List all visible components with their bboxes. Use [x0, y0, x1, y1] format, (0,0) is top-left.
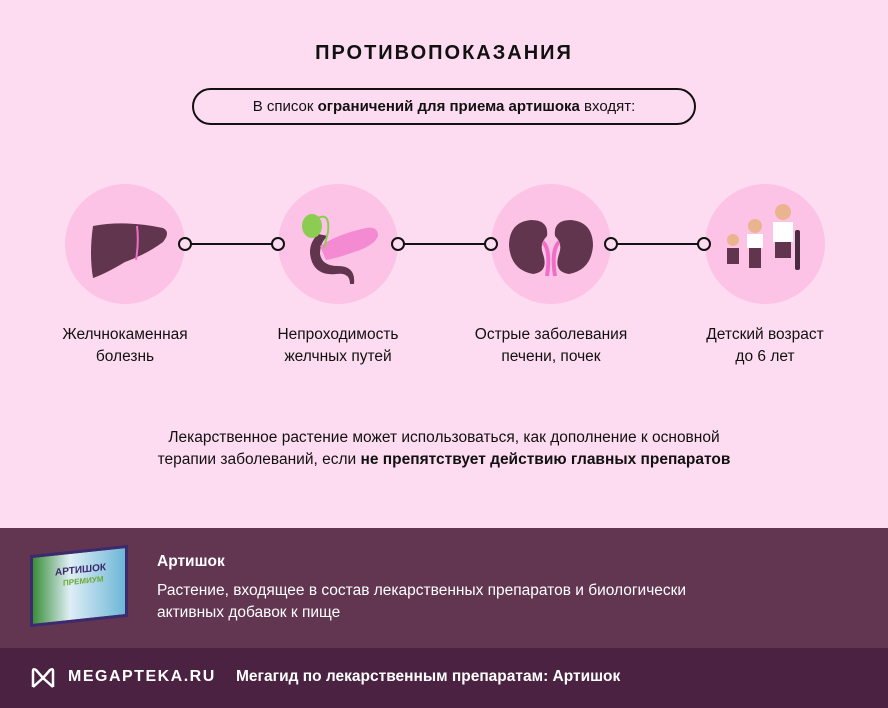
- children-icon: [705, 184, 825, 304]
- footer: MEGAPTEKA.RU Мегагид по лекарственным пр…: [0, 648, 888, 708]
- intro-bold: ограничений для приема артишока: [317, 98, 580, 115]
- product-band: АРТИШОК ПРЕМИУМ Артишок Растение, входящ…: [0, 528, 888, 648]
- connector-dot: [604, 237, 618, 251]
- kidneys-icon: [491, 184, 611, 304]
- footer-text[interactable]: Мегагид по лекарственным препаратам: Арт…: [236, 668, 621, 685]
- intro-pre: В список: [252, 98, 318, 115]
- connector-dot: [391, 237, 405, 251]
- connector: [404, 243, 488, 245]
- page-title: ПРОТИВОПОКАЗАНИЯ: [315, 42, 573, 64]
- connector-dot: [271, 237, 285, 251]
- product-box-image: АРТИШОК ПРЕМИУМ: [30, 544, 128, 628]
- brand-name[interactable]: MEGAPTEKA.RU: [68, 668, 216, 685]
- connector-dot: [484, 237, 498, 251]
- intro-post: входят:: [579, 98, 636, 115]
- megapteka-logo-icon: [31, 667, 55, 688]
- connector-dot: [178, 237, 192, 251]
- connector-dot: [697, 237, 711, 251]
- pancreas-gallbladder-icon: [278, 184, 398, 304]
- note-text: Лекарственное растение может использоват…: [157, 429, 731, 468]
- connector: [617, 243, 701, 245]
- product-description: Растение, входящее в состав лекарственны…: [157, 582, 687, 621]
- intro-pill: В список ограничений для приема артишока…: [192, 88, 696, 125]
- liver-icon: [65, 184, 185, 304]
- connector: [190, 243, 274, 245]
- product-name: Артишок: [157, 553, 225, 570]
